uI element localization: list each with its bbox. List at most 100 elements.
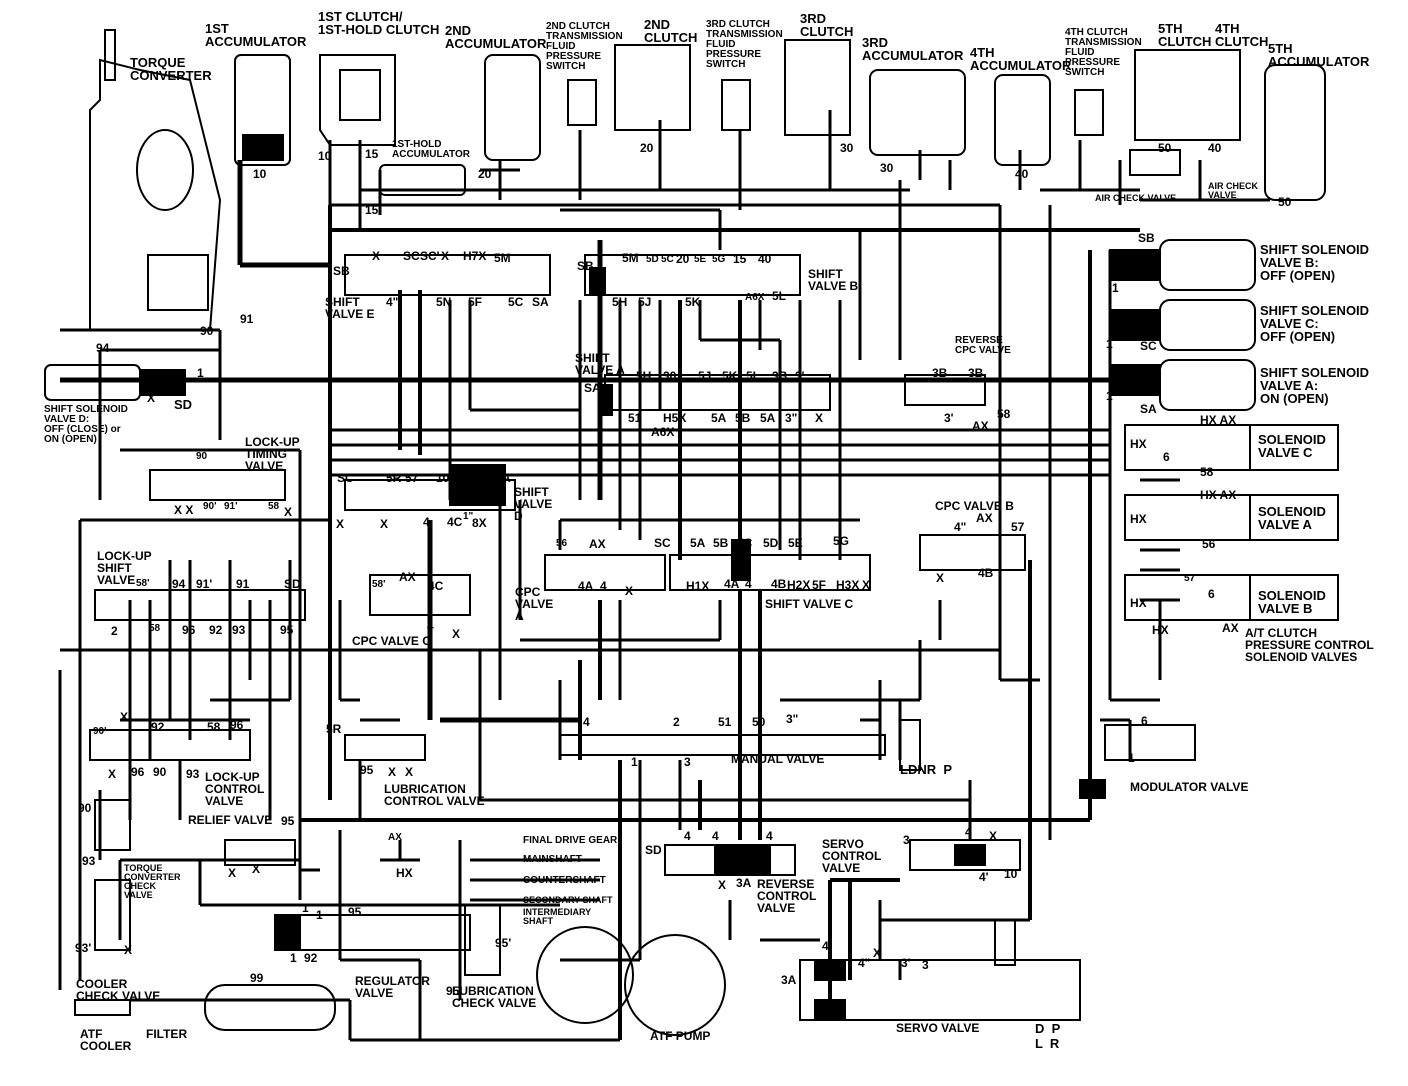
port-label: 4 bbox=[965, 825, 972, 839]
port-label: SC bbox=[403, 249, 420, 263]
port-label: X bbox=[936, 571, 945, 585]
port-label: SD bbox=[284, 577, 301, 591]
port-label: 95 bbox=[348, 905, 362, 919]
label-manual-valve: MANUAL VALVE bbox=[731, 752, 825, 766]
port-label: 6 bbox=[1163, 450, 1170, 464]
port-label: HX bbox=[396, 866, 413, 880]
port-label: 1" bbox=[463, 511, 474, 522]
port-label: 5K bbox=[722, 369, 738, 383]
label-lockup-shift-valve: LOCK-UP SHIFT VALVE bbox=[97, 549, 152, 587]
port-label: SB bbox=[333, 264, 350, 278]
port-label: 96 bbox=[182, 623, 196, 637]
label-cooler-check-valve: COOLER CHECK VALVE bbox=[76, 977, 161, 1003]
port-label: 95 bbox=[360, 763, 374, 777]
port-label: 30 bbox=[880, 161, 894, 175]
port-label: AX bbox=[399, 570, 416, 584]
label-torque-converter-check-valve: TORQUE CONVERTER CHECK VALVE bbox=[124, 863, 181, 900]
port-label: 4C bbox=[428, 579, 444, 593]
port-label: 20 bbox=[640, 141, 654, 155]
port-label: 15 bbox=[733, 252, 747, 266]
port-label: 40 bbox=[1015, 167, 1029, 181]
port-label: X bbox=[284, 505, 293, 519]
port-label: 95' bbox=[495, 936, 512, 950]
port-label: 40 bbox=[758, 252, 772, 266]
port-label: SB bbox=[577, 259, 594, 273]
label-cpc-valve-b: CPC VALVE B bbox=[935, 499, 1014, 513]
port-label: 4 bbox=[600, 579, 607, 593]
port-label: 5E bbox=[788, 536, 803, 550]
label-gear-positions-l-r: L R bbox=[1035, 1036, 1060, 1051]
port-label: 3' bbox=[944, 411, 954, 425]
label-servo-valve: SERVO VALVE bbox=[896, 1021, 980, 1035]
port-label: 90' bbox=[203, 501, 217, 512]
port-label: 15 bbox=[365, 147, 379, 161]
port-label: 5G bbox=[712, 254, 726, 265]
label-atf-pump: ATF PUMP bbox=[650, 1029, 711, 1043]
label-1st-hold-accumulator: 1ST-HOLD ACCUMULATOR bbox=[392, 139, 470, 160]
port-label: 15 bbox=[365, 203, 379, 217]
port-label: 20 bbox=[676, 252, 690, 266]
port-label: HX bbox=[1130, 596, 1147, 610]
label-4th-clutch-switch: 4TH CLUTCH TRANSMISSION FLUID PRESSURE S… bbox=[1065, 27, 1142, 78]
port-label: 57 bbox=[1184, 573, 1196, 584]
port-label: 58 bbox=[997, 407, 1011, 421]
port-label: 92 bbox=[209, 623, 223, 637]
port-label: 3' bbox=[901, 956, 911, 970]
label-countershaft: COUNTERSHAFT bbox=[523, 875, 606, 886]
port-label: 5J bbox=[638, 295, 652, 309]
port-label: AX bbox=[972, 419, 989, 433]
port-label: 5R bbox=[326, 722, 342, 736]
label-cpc-valve-c: CPC VALVE C bbox=[352, 634, 431, 648]
port-label: SC bbox=[654, 536, 671, 550]
port-label: 91 bbox=[240, 312, 254, 326]
label-shift-solenoid-b: SHIFT SOLENOID VALVE B: OFF (OPEN) bbox=[1260, 242, 1370, 283]
port-label: 92 bbox=[151, 720, 165, 734]
label-atf-cooler: ATF COOLER bbox=[80, 1027, 132, 1053]
port-label: 51 bbox=[718, 715, 732, 729]
port-label: 56 bbox=[556, 538, 568, 549]
port-label: 5A bbox=[711, 411, 727, 425]
port-label: X bbox=[388, 765, 397, 779]
port-label: 2 bbox=[111, 624, 118, 638]
label-at-clutch-solenoids: A/T CLUTCH PRESSURE CONTROL SOLENOID VAL… bbox=[1245, 626, 1374, 664]
port-label: 1 bbox=[1106, 389, 1113, 403]
port-label: 1 bbox=[1128, 751, 1135, 765]
label-1st-clutch: 1ST CLUTCH/ 1ST-HOLD CLUTCH bbox=[318, 9, 440, 37]
port-label: 1 bbox=[1106, 337, 1113, 351]
port-label: AX bbox=[976, 511, 993, 525]
port-label: SB bbox=[1138, 231, 1155, 245]
port-label: 4B bbox=[771, 577, 787, 591]
port-label: HX bbox=[1152, 623, 1169, 637]
label-secondary-shaft: SECONDARY SHAFT bbox=[523, 895, 613, 905]
port-label: SA bbox=[532, 295, 549, 309]
port-label: X bbox=[147, 391, 156, 405]
port-label: 3 bbox=[684, 755, 691, 769]
port-label: 5N bbox=[463, 471, 479, 485]
port-label: 1 bbox=[631, 755, 638, 769]
label-5th-clutch: 5TH CLUTCH bbox=[1158, 21, 1212, 49]
label-air-check-valve-2: AIR CHECK VALVE bbox=[1208, 181, 1259, 200]
port-label: 56 bbox=[1202, 537, 1216, 551]
port-label: HX AX bbox=[1200, 488, 1237, 502]
component-outlines bbox=[44, 29, 1339, 1036]
port-label: 4' bbox=[979, 870, 989, 884]
port-label: 5B bbox=[713, 536, 729, 550]
port-label: 50 bbox=[1278, 195, 1292, 209]
port-label: 4 bbox=[745, 577, 752, 591]
label-relief-valve: RELIEF VALVE bbox=[188, 813, 273, 827]
port-label: HX bbox=[1130, 512, 1147, 526]
label-mainshaft: MAINSHAFT bbox=[523, 854, 582, 865]
port-label: 57 bbox=[405, 471, 419, 485]
port-label: 3B bbox=[772, 369, 788, 383]
port-label: SA bbox=[494, 471, 511, 485]
port-label: 90 bbox=[153, 765, 167, 779]
port-label: 5D bbox=[646, 254, 659, 265]
port-label: X bbox=[441, 249, 450, 263]
label-2nd-clutch: 2ND CLUTCH bbox=[644, 17, 698, 45]
label-lubrication-control-valve: LUBRICATION CONTROL VALVE bbox=[384, 782, 485, 808]
label-1st-accumulator: 1ST ACCUMULATOR bbox=[205, 21, 307, 49]
fluid-lines bbox=[58, 110, 1270, 1042]
port-label: 50 bbox=[1158, 141, 1172, 155]
port-label: 2 bbox=[673, 715, 680, 729]
port-label: 94 bbox=[96, 341, 110, 355]
